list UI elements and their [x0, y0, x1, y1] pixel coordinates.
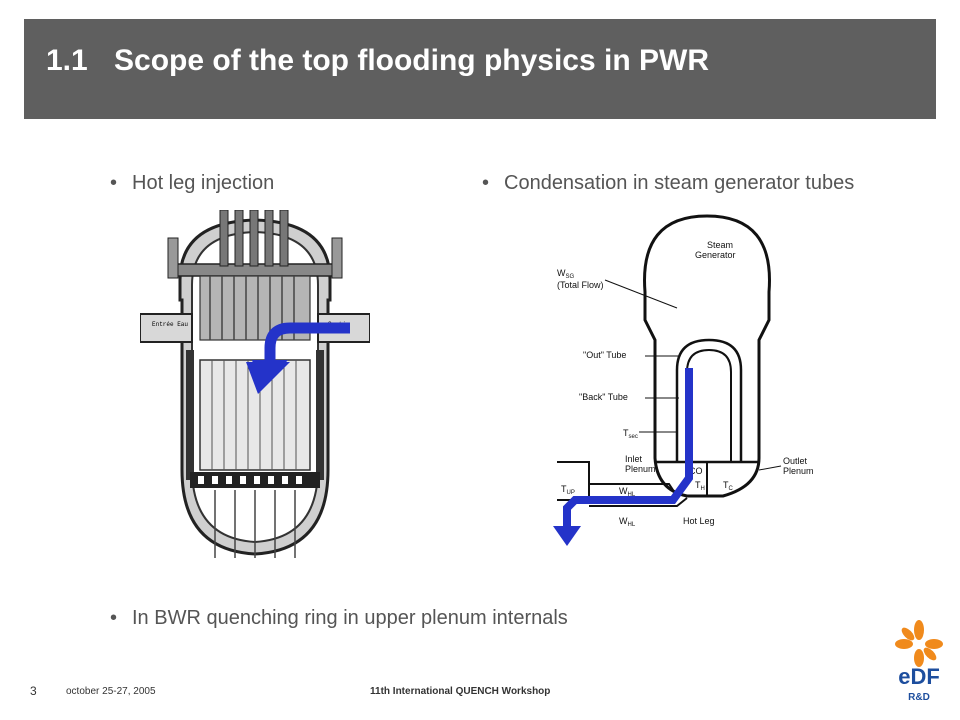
th-label: TH: [695, 480, 705, 492]
bullet-dot: •: [110, 607, 118, 629]
slide-title: 1.1 Scope of the top flooding physics in …: [46, 44, 709, 78]
condensate-flow-arrow: [563, 368, 693, 526]
bullet-hot-leg: • Hot leg injection: [110, 172, 274, 195]
arrow-head-main: [246, 362, 290, 394]
barrel-left: [186, 350, 194, 480]
edf-logo: eDF R&D: [884, 616, 954, 706]
hot-leg-label: Hot Leg: [683, 516, 715, 526]
logo-sub: R&D: [908, 692, 930, 703]
inlet-nozzle: [140, 313, 193, 343]
logo-brand: eDF: [898, 664, 940, 689]
reactor-vessel-figure: Entrée Eau Sortie: [140, 210, 370, 560]
inlet-plenum-label-1: Inlet: [625, 454, 643, 464]
bullet-dot: •: [110, 172, 118, 194]
outlet-plenum-label-1: Outlet: [783, 456, 808, 466]
footer-date: october 25-27, 2005: [66, 686, 156, 697]
whl-label-1: WHL: [619, 486, 636, 498]
inlet-label: Entrée Eau: [152, 321, 188, 328]
outlet-plenum-label-2: Plenum: [783, 466, 814, 476]
bullet-text: Condensation in steam generator tubes: [504, 172, 855, 194]
bullet-condensation: • Condensation in steam generator tubes: [482, 172, 854, 195]
bullet-text: Hot leg injection: [132, 172, 275, 194]
tsec-label: Tsec: [623, 428, 638, 440]
bullet-bwr: • In BWR quenching ring in upper plenum i…: [110, 607, 568, 630]
u-tube-inner: [686, 348, 732, 462]
steam-generator-figure: Steam Generator WSG (Total Flow) "Out" T…: [527, 200, 842, 550]
tup-label: TUP: [561, 484, 575, 496]
tc-label: TC: [723, 480, 734, 492]
inlet-plenum-label-2: Plenum: [625, 464, 656, 474]
hot-leg-flow-arrow: [264, 322, 350, 360]
reactor-vessel-drawing: Entrée Eau Sortie: [140, 210, 370, 558]
title-text: Scope of the top flooding physics in PWR: [114, 44, 709, 77]
footer-event: 11th International QUENCH Workshop: [370, 686, 551, 697]
back-tube-label: "Back" Tube: [579, 392, 628, 402]
co-label: CO: [689, 466, 703, 476]
title-bar: [24, 19, 936, 119]
side-nozzle-left: [167, 237, 179, 279]
hot-leg-pipe-bottom: [589, 497, 688, 507]
bullet-dot: •: [482, 172, 490, 194]
bullet-text: In BWR quenching ring in upper plenum in…: [132, 607, 568, 629]
side-nozzle-right: [331, 237, 343, 279]
steam-generator-drawing: Steam Generator WSG (Total Flow) "Out" T…: [553, 214, 814, 546]
slide-number: 3: [30, 684, 37, 698]
condensate-arrow-head: [553, 526, 581, 546]
edf-logo-icon: eDF R&D: [895, 620, 943, 703]
title-number: 1.1: [46, 44, 88, 77]
wsg-label: WSG: [557, 268, 575, 280]
u-tube-outer: [675, 338, 743, 462]
sg-label-1: Steam: [707, 240, 733, 250]
sg-label-2: Generator: [695, 250, 736, 260]
out-tube-label: "Out" Tube: [583, 350, 626, 360]
barrel-right: [316, 350, 324, 480]
whl-label-2: WHL: [619, 516, 636, 528]
total-flow-label: (Total Flow): [557, 280, 604, 290]
